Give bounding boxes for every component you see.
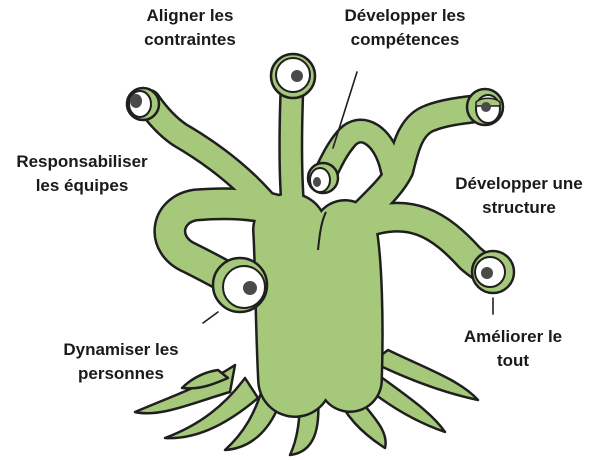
label-ameliorer-tout: Améliorer le tout [458, 325, 568, 373]
eye-upper-right [467, 89, 503, 125]
label-ameliorer-line1: Améliorer le [458, 325, 568, 349]
pointer-dynamiser [203, 312, 218, 323]
label-developper-structure-line1: Développer une [450, 172, 588, 196]
eye-lower-left [213, 258, 267, 312]
label-dynamiser-line1: Dynamiser les [55, 338, 187, 362]
label-developper-competences: Développer les compétences [335, 4, 475, 52]
label-developper-competences-line2: compétences [335, 28, 475, 52]
label-developper-structure: Développer une structure [450, 172, 588, 220]
label-responsabiliser-line1: Responsabiliser [8, 150, 156, 174]
trunk-left [290, 230, 295, 380]
label-responsabiliser-line2: les équipes [8, 174, 156, 198]
label-ameliorer-line2: tout [458, 349, 568, 373]
eye-top-center [271, 54, 315, 98]
eye-upper-left [127, 88, 159, 120]
label-responsabiliser-equipes: Responsabiliser les équipes [8, 150, 156, 198]
eye-hook [308, 163, 338, 193]
trunk-right [345, 232, 351, 380]
label-aligner-line2: contraintes [130, 28, 250, 52]
label-dynamiser-personnes: Dynamiser les personnes [55, 338, 187, 386]
label-aligner-line1: Aligner les [130, 4, 250, 28]
eye-lower-right [472, 251, 514, 293]
label-aligner-contraintes: Aligner les contraintes [130, 4, 250, 52]
label-developper-competences-line1: Développer les [335, 4, 475, 28]
label-developper-structure-line2: structure [450, 196, 588, 220]
label-dynamiser-line2: personnes [55, 362, 187, 386]
